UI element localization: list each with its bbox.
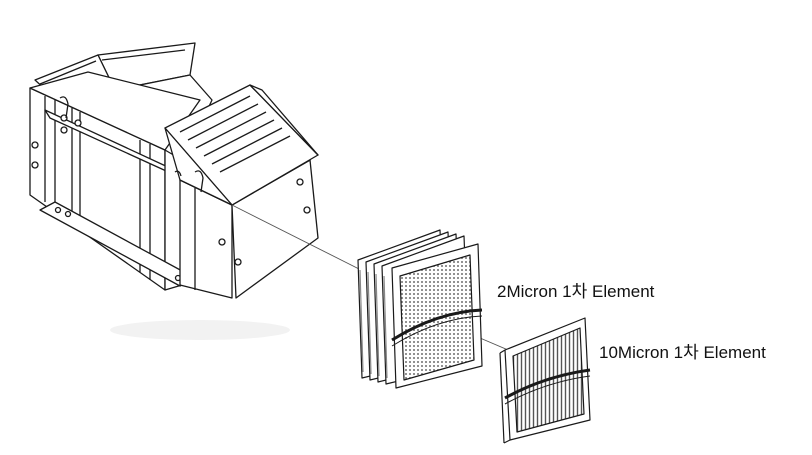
label-2micron-element: 2Micron 1차 Element (497, 282, 655, 301)
filter-element-2micron (357, 229, 483, 389)
label-10micron-element: 10Micron 1차 Element (599, 343, 766, 362)
housing-shadow (110, 320, 290, 340)
filter-housing (29, 42, 319, 340)
filter-element-10micron (499, 317, 591, 444)
housing-latches (59, 96, 204, 193)
front-inlet-hopper (164, 84, 319, 206)
